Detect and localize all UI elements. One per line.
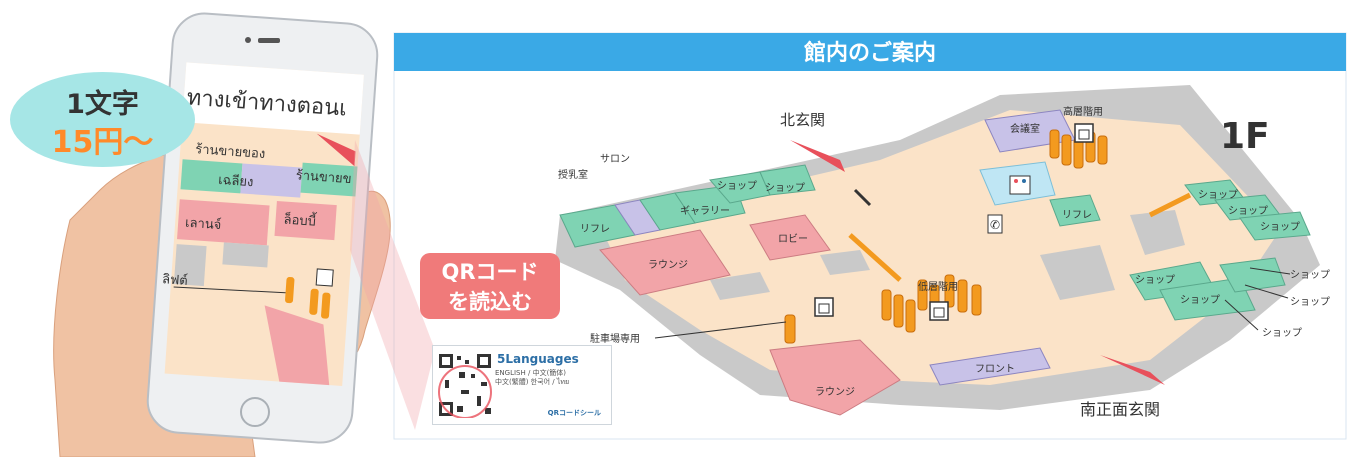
qr-scan-callout: QRコード を読込む — [420, 253, 560, 319]
shop-pointer-1-label: ショップ — [1290, 269, 1330, 281]
nursing-label: 授乳室 — [558, 168, 588, 181]
screen-lounge-bottom — [264, 305, 330, 386]
price-bubble: 1文字 15円〜 — [10, 72, 195, 167]
wall-block — [710, 272, 770, 300]
north-entrance-label: 北玄関 — [780, 111, 825, 129]
screen-elevator — [321, 292, 331, 319]
gallery-label: ギャラリー — [680, 205, 730, 217]
refresh-left-label: リフレ — [580, 224, 610, 235]
south-entrance-label: 南正面玄関 — [1080, 400, 1160, 419]
elevator-icon — [929, 301, 949, 321]
shop-right-2-label: ショップ — [1228, 205, 1268, 217]
shop-right-1-label: ショップ — [1198, 189, 1238, 201]
lounge-left-room — [599, 229, 731, 296]
screen-elevator-label: ลิฟต์ — [162, 271, 189, 289]
refresh-room-right — [1049, 194, 1101, 227]
escalator — [1148, 192, 1192, 218]
lobby-room — [749, 214, 831, 261]
screen-wall — [222, 242, 269, 268]
banner-title: 館内のご案内 — [804, 40, 936, 66]
high-floor-elevator-label: 高層階用 — [1063, 105, 1103, 118]
home-button — [240, 397, 270, 427]
front-label: フロント — [975, 364, 1015, 375]
qr-code-sticker: 5Languages ENGLISH / 中文(簡体) 中文(繁體) 한국어 /… — [432, 345, 612, 425]
shop-pointer-2-label: ショップ — [1290, 296, 1330, 308]
qr-langs-line2: 中文(繁體) 한국어 / ไทย — [495, 378, 570, 386]
pointer-line — [1244, 284, 1289, 299]
floor-area — [600, 110, 1280, 385]
stairs — [853, 188, 872, 207]
escalator — [848, 233, 902, 282]
zoom-cone — [350, 140, 435, 430]
price-value: 15円〜 — [51, 125, 154, 160]
screen-shop-label-2: ร้านขายข — [295, 168, 352, 187]
pointer-line — [1224, 299, 1259, 331]
lounge-left-label: ラウンジ — [648, 259, 688, 271]
screen-arrow — [316, 133, 356, 167]
screen-wall — [173, 244, 207, 287]
floor-label: 1F — [1220, 116, 1270, 157]
wall-block — [1040, 245, 1115, 300]
floor-guide-panel: 館内のご案内 — [393, 32, 1347, 440]
speaker — [258, 38, 280, 43]
screen-header-bg — [182, 62, 364, 135]
shops-bottom-3 — [1219, 257, 1286, 293]
lounge-bottom-room — [769, 339, 901, 416]
shop-top-2 — [759, 164, 816, 196]
shop-bottom-1-label: ショップ — [1135, 274, 1175, 286]
wall-block — [820, 250, 870, 275]
screen-terrace — [240, 163, 303, 198]
low-floor-elevator-label: 低層階用 — [918, 280, 958, 293]
screen-shop — [180, 159, 243, 194]
elevator-icon — [1074, 123, 1094, 143]
qr-languages: ENGLISH / 中文(簡体) 中文(繁體) 한국어 / ไทย — [495, 369, 610, 387]
screen-shop-2 — [300, 162, 358, 197]
lounge-bottom-label: ラウンジ — [815, 386, 855, 398]
wall-block — [1130, 210, 1185, 255]
pointer-line — [1249, 267, 1291, 275]
screen-pointer — [173, 286, 286, 294]
screen-elevator — [309, 288, 319, 315]
lobby-label: ロビー — [778, 233, 808, 245]
meeting-label: 会議室 — [1010, 122, 1040, 135]
screen-lounge — [177, 199, 270, 246]
screen-lobby-label: ล็อบบี้ — [283, 210, 318, 230]
screen-elevator-icon — [315, 268, 334, 287]
shop-bottom-2-label: ショップ — [1180, 294, 1220, 306]
qr-code-icon — [437, 352, 493, 418]
hand-holding-phone: ทางเข้าทางตอนเ ร้านขายของ ร้านขายข เฉลีย… — [53, 12, 391, 457]
screen-lobby — [274, 200, 337, 241]
screen-lounge-label: เลานจ์ — [185, 215, 222, 233]
shop-top-2-label: ショップ — [765, 182, 805, 194]
qr-langs-line1: ENGLISH / 中文(簡体) — [495, 369, 567, 377]
north-entrance-arrow — [790, 140, 845, 172]
screen-elevator — [285, 277, 295, 304]
refresh-right-label: リフレ — [1062, 210, 1092, 221]
shop-right-3-label: ショップ — [1260, 221, 1300, 233]
svg-text:✆: ✆ — [990, 218, 1000, 232]
salon-label: サロン — [600, 153, 630, 165]
front-camera — [245, 37, 251, 43]
shop-pointer-3-label: ショップ — [1262, 327, 1302, 339]
elevator-icon — [814, 297, 834, 317]
shop-top-1-label: ショップ — [717, 180, 757, 192]
shops-bottom-2 — [1159, 277, 1256, 321]
parking-elevator-label: 駐車場専用 — [590, 332, 640, 345]
price-per-character: 1文字 — [66, 89, 139, 120]
front-desk — [929, 347, 1051, 386]
qr-brand: QRコードシール — [547, 409, 601, 417]
restroom-icon — [1009, 175, 1031, 195]
qr-title: 5Languages — [497, 352, 579, 366]
phone-icon: ✆ — [987, 214, 1003, 234]
pointer-line — [654, 321, 787, 339]
elevator-low-floor — [881, 274, 982, 333]
screen-shop-label: ร้านขายของ — [195, 142, 266, 162]
banner — [394, 33, 1346, 71]
shops-right-3 — [1239, 211, 1311, 241]
south-entrance-arrow — [1100, 355, 1165, 385]
screen-terrace-label: เฉลียง — [218, 172, 254, 190]
elevator-parking — [784, 314, 796, 344]
